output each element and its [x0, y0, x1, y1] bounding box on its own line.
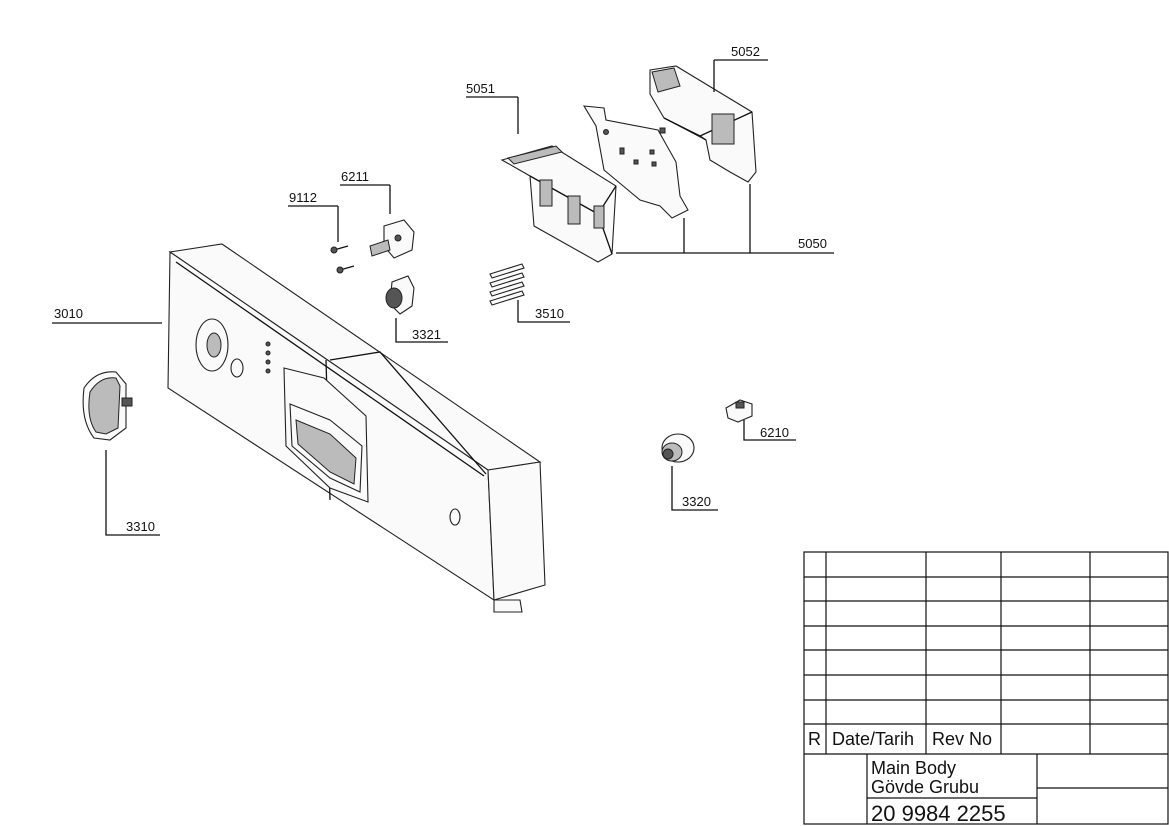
label-6211: 6211 [341, 169, 369, 184]
date-column-header: Date/Tarih [832, 729, 914, 749]
label-9112: 9112 [289, 190, 317, 205]
label-3320: 3320 [682, 494, 711, 509]
electronic-housing [500, 145, 617, 263]
label-3510: 3510 [535, 306, 564, 321]
door-switch [725, 399, 753, 423]
title-block: R Date/Tarih Rev No Main Body Gövde Grub… [803, 551, 1169, 826]
drawing-number: 20 9984 2255 [871, 801, 1006, 826]
button-cap [661, 433, 695, 463]
label-3310: 3310 [126, 519, 155, 534]
push-button [385, 275, 415, 315]
label-5051: 5051 [466, 81, 495, 96]
label-5052: 5052 [731, 44, 760, 59]
label-6210: 6210 [760, 425, 789, 440]
pcb-board [582, 105, 689, 219]
control-panel-body [167, 243, 546, 613]
housing-cover [649, 65, 757, 183]
label-3010: 3010 [54, 306, 83, 321]
label-5050: 5050 [798, 236, 827, 251]
selector-switch [369, 219, 415, 259]
light-guides [489, 263, 525, 306]
revno-column-header: Rev No [932, 729, 992, 749]
program-knob [82, 371, 133, 441]
part-labels: 5052 5051 6211 9112 5050 3010 3321 3510 … [54, 44, 827, 534]
leader-lines [52, 59, 834, 536]
title-turkish: Gövde Grubu [871, 777, 979, 797]
title-english: Main Body [871, 758, 956, 778]
label-3321: 3321 [412, 327, 441, 342]
screws [330, 245, 355, 274]
rev-column-header: R [808, 729, 821, 749]
